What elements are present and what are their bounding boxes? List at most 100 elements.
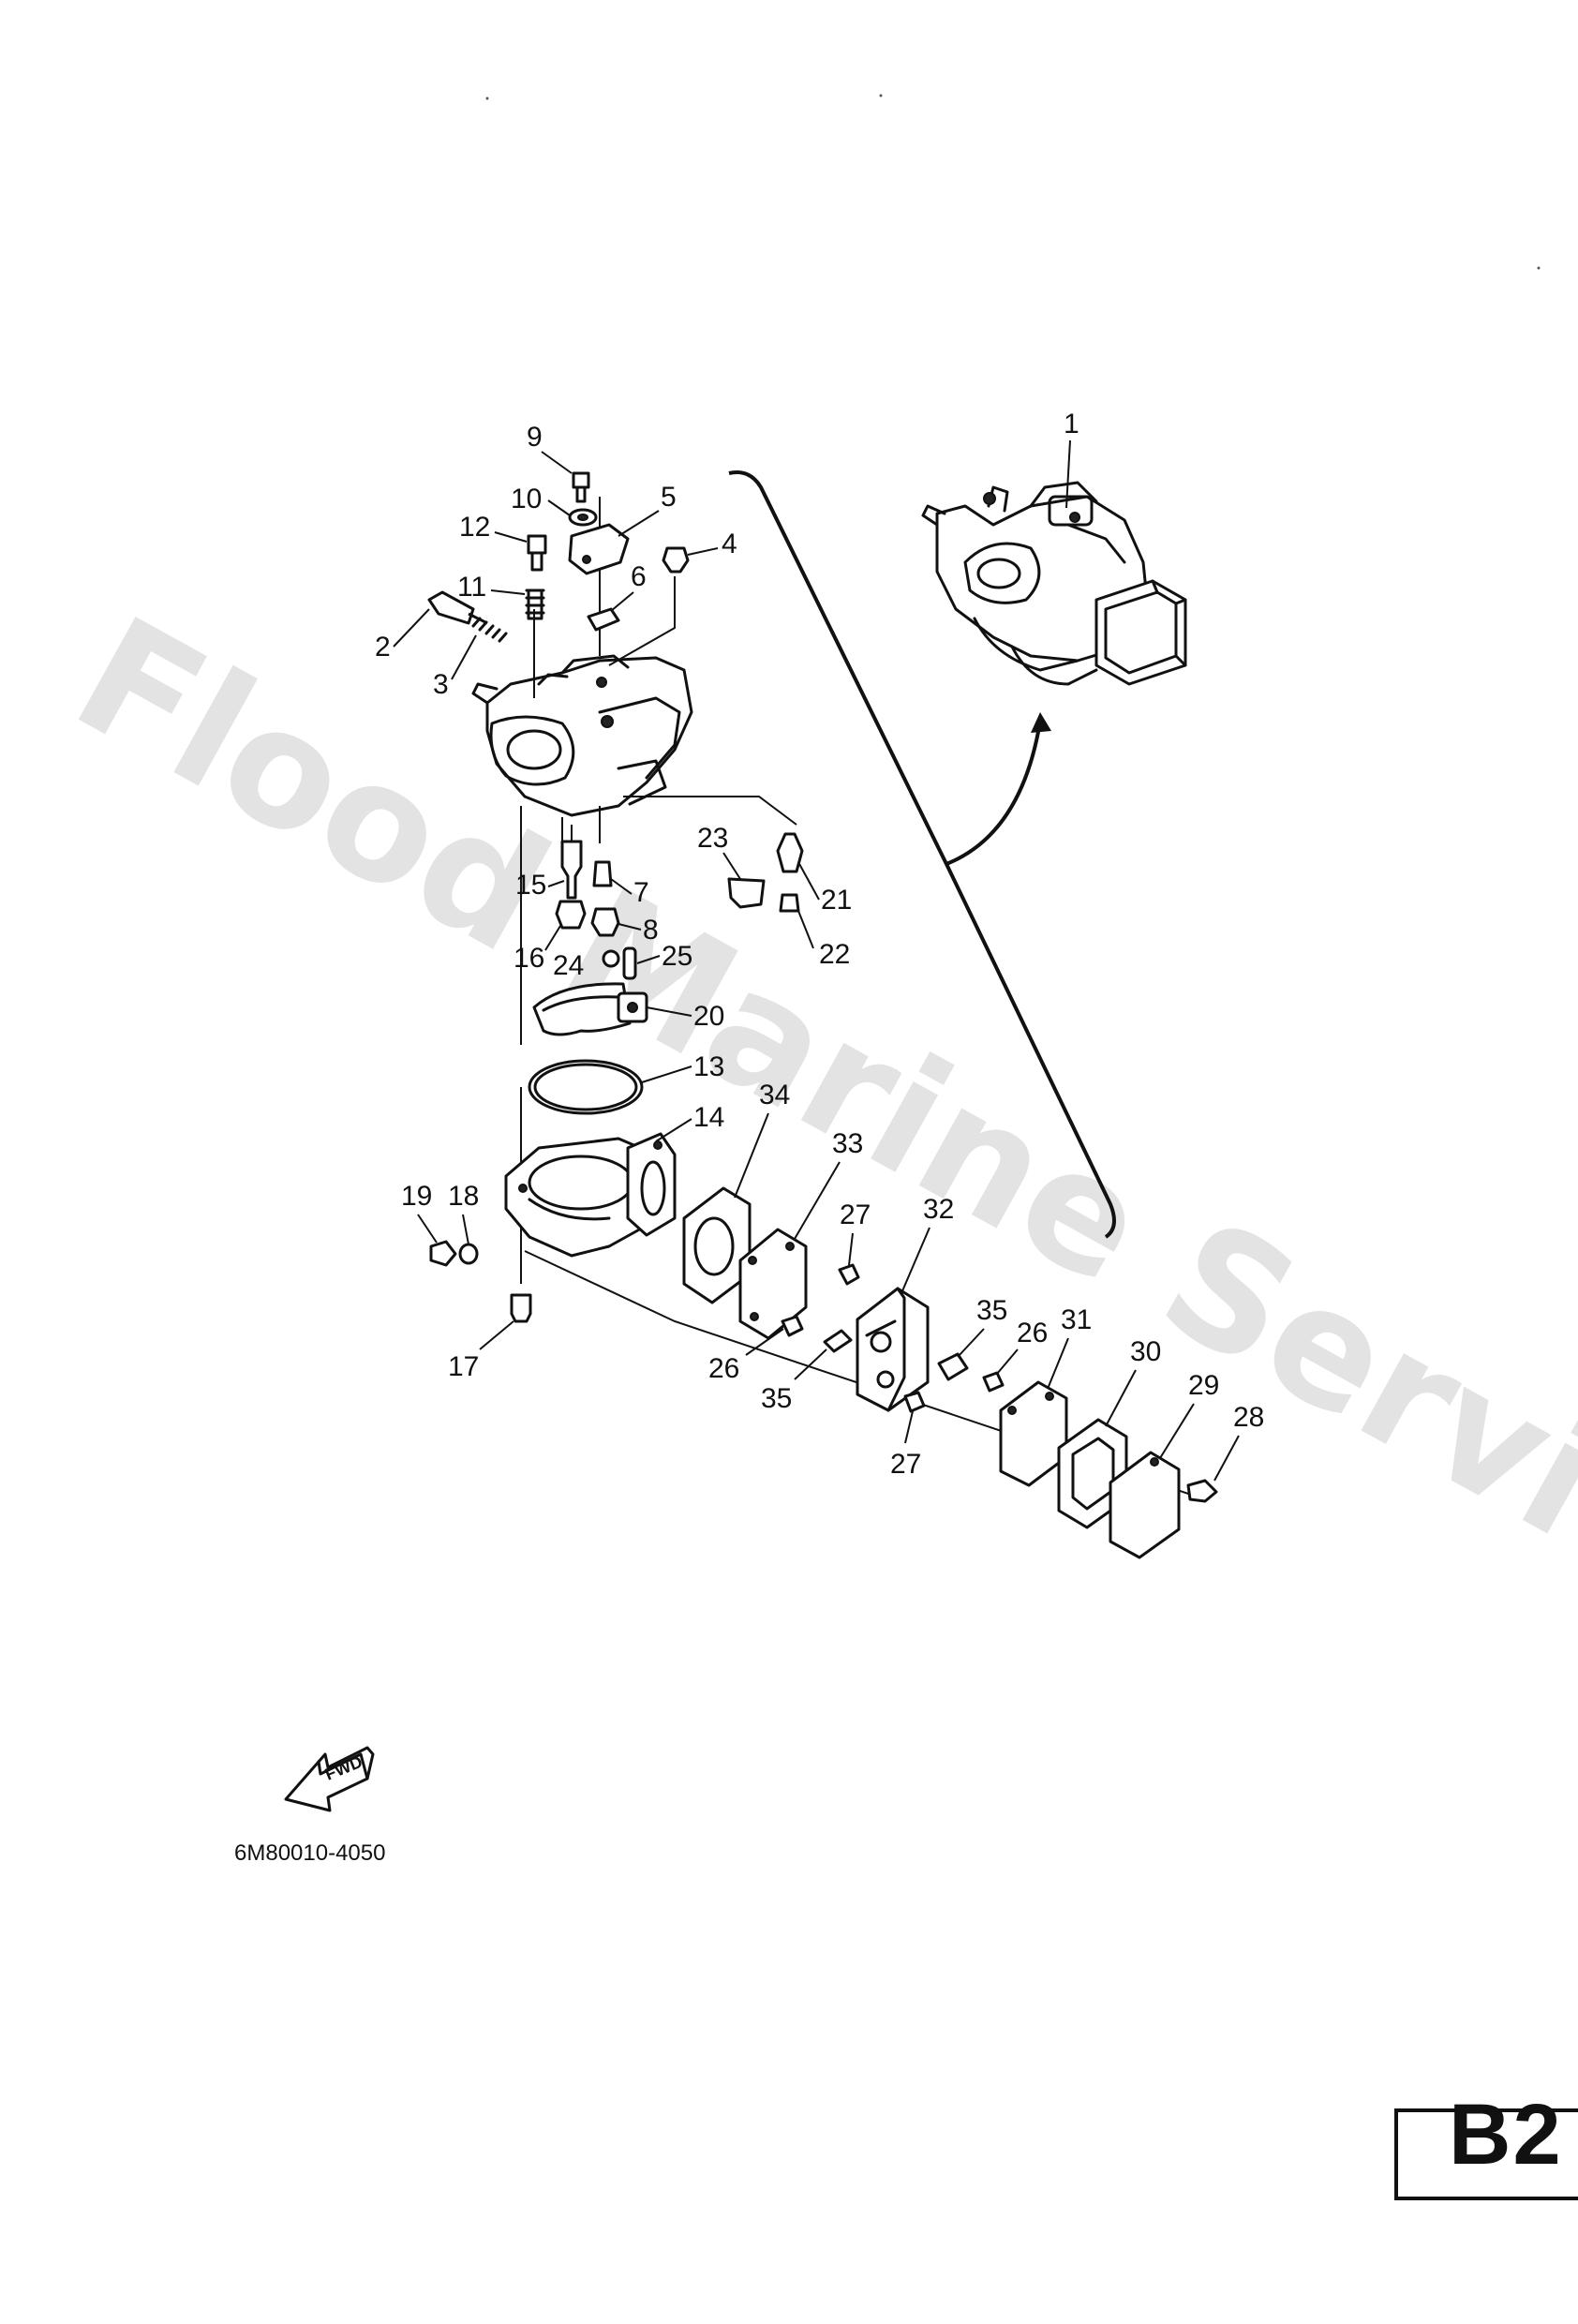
callout-18: 18	[448, 1181, 479, 1212]
leader-30	[1105, 1369, 1137, 1427]
callout-27-lower: 27	[890, 1449, 921, 1480]
speck	[485, 97, 489, 100]
part-5-cover-hole	[582, 555, 591, 564]
leader-27-lower	[904, 1410, 914, 1444]
axis-line-21	[561, 796, 797, 843]
part-13-gasket	[528, 1059, 644, 1115]
callout-12: 12	[459, 512, 490, 543]
part-27-cap-upper	[838, 1263, 860, 1286]
leader-11	[490, 589, 526, 595]
part-17-drain-plug	[510, 1293, 532, 1323]
diagram-part-number: 6M80010-4050	[234, 1840, 385, 1866]
leader-13	[641, 1065, 692, 1083]
part-29-pump-cover	[1109, 1451, 1181, 1559]
part-7-jet	[592, 860, 613, 887]
part-8-nozzle	[590, 907, 620, 937]
leader-23	[722, 852, 741, 880]
leader-28	[1213, 1435, 1240, 1482]
leader-32	[901, 1227, 930, 1294]
part-6-plug	[587, 607, 620, 632]
leader-18	[462, 1214, 469, 1245]
leader-8	[618, 923, 642, 931]
callout-35-left: 35	[761, 1383, 792, 1414]
part-15-needle	[560, 840, 583, 900]
part-4-jet	[662, 546, 690, 574]
speck	[1537, 266, 1541, 270]
page-tag-box	[1394, 2108, 1578, 2200]
forward-direction-arrow: FWD	[284, 1746, 375, 1812]
part-27-cap-lower	[903, 1391, 926, 1413]
leader-33	[794, 1161, 841, 1240]
leader-21	[797, 861, 820, 901]
part-5-cover	[568, 523, 630, 575]
part-24-screw	[602, 949, 620, 968]
callout-21: 21	[821, 885, 852, 916]
leader-7	[610, 878, 633, 895]
part-10-washer-hole	[577, 514, 588, 521]
leader-10	[547, 499, 571, 516]
callout-25: 25	[662, 941, 692, 972]
watermark-text: Flood Marine Services	[47, 581, 1578, 1720]
callout-32: 32	[923, 1194, 954, 1225]
callout-31: 31	[1061, 1304, 1092, 1335]
leader-34	[734, 1112, 769, 1199]
callout-35-right: 35	[976, 1295, 1007, 1326]
leader-35-right	[957, 1328, 985, 1358]
leader-27-upper	[848, 1232, 854, 1266]
part-12-screw	[527, 534, 547, 572]
leader-31	[1047, 1337, 1069, 1390]
callout-14: 14	[693, 1102, 724, 1133]
callout-15: 15	[515, 870, 546, 901]
callout-28: 28	[1233, 1402, 1264, 1433]
part-16-seat	[555, 900, 587, 930]
assembly-arrow-line	[945, 721, 1042, 866]
callout-29: 29	[1188, 1370, 1219, 1401]
callout-group: 9 10 5 12 4 11 6 2 3 23 21 15 7 8 22 16 …	[375, 422, 1264, 1482]
callout-16: 16	[514, 943, 544, 974]
leader-2	[393, 608, 430, 648]
leader-26-left	[745, 1328, 784, 1356]
assembly-arrow-head	[1031, 712, 1051, 733]
callout-24: 24	[553, 950, 584, 981]
assembled-carburetor-drawing	[921, 481, 1187, 686]
callout-13: 13	[693, 1051, 724, 1082]
leader-14	[655, 1118, 692, 1142]
part-18-washer	[458, 1243, 479, 1265]
callout-7: 7	[633, 877, 649, 908]
callout-26-left: 26	[708, 1353, 739, 1384]
leader-35-left	[794, 1348, 827, 1380]
part-20-float	[532, 982, 648, 1036]
part-11-spring	[525, 588, 545, 620]
part-28-screw	[1186, 1479, 1218, 1503]
part-3-spring	[471, 617, 508, 643]
callout-20: 20	[693, 1001, 724, 1032]
callout-34: 34	[759, 1080, 790, 1110]
part-25-pin	[622, 946, 637, 980]
part-19-drain-screw	[429, 1240, 457, 1267]
page-tag: B2	[1449, 2087, 1563, 2182]
part-31-diaphragm	[999, 1380, 1068, 1487]
callout-5: 5	[661, 482, 677, 513]
part-33-diaphragm	[738, 1228, 808, 1340]
callout-23: 23	[697, 823, 728, 854]
part-22-part	[779, 893, 800, 913]
part-26-screw-left	[781, 1315, 804, 1337]
leader-29	[1159, 1403, 1195, 1459]
callout-33: 33	[832, 1128, 863, 1159]
part-21-float-needle	[776, 832, 804, 873]
callout-26-right: 26	[1017, 1318, 1048, 1348]
callout-27-upper: 27	[840, 1199, 871, 1230]
leader-17	[479, 1320, 514, 1350]
leader-3	[451, 634, 477, 680]
leader-6	[610, 591, 634, 612]
callout-30: 30	[1130, 1336, 1161, 1367]
part-13-gasket-inner	[533, 1063, 638, 1111]
leader-5	[618, 510, 660, 537]
part-26-screw-right	[982, 1371, 1005, 1393]
leader-26-right	[996, 1348, 1019, 1375]
leader-15	[547, 880, 565, 887]
leader-20	[646, 1006, 692, 1017]
callout-22: 22	[819, 939, 850, 970]
